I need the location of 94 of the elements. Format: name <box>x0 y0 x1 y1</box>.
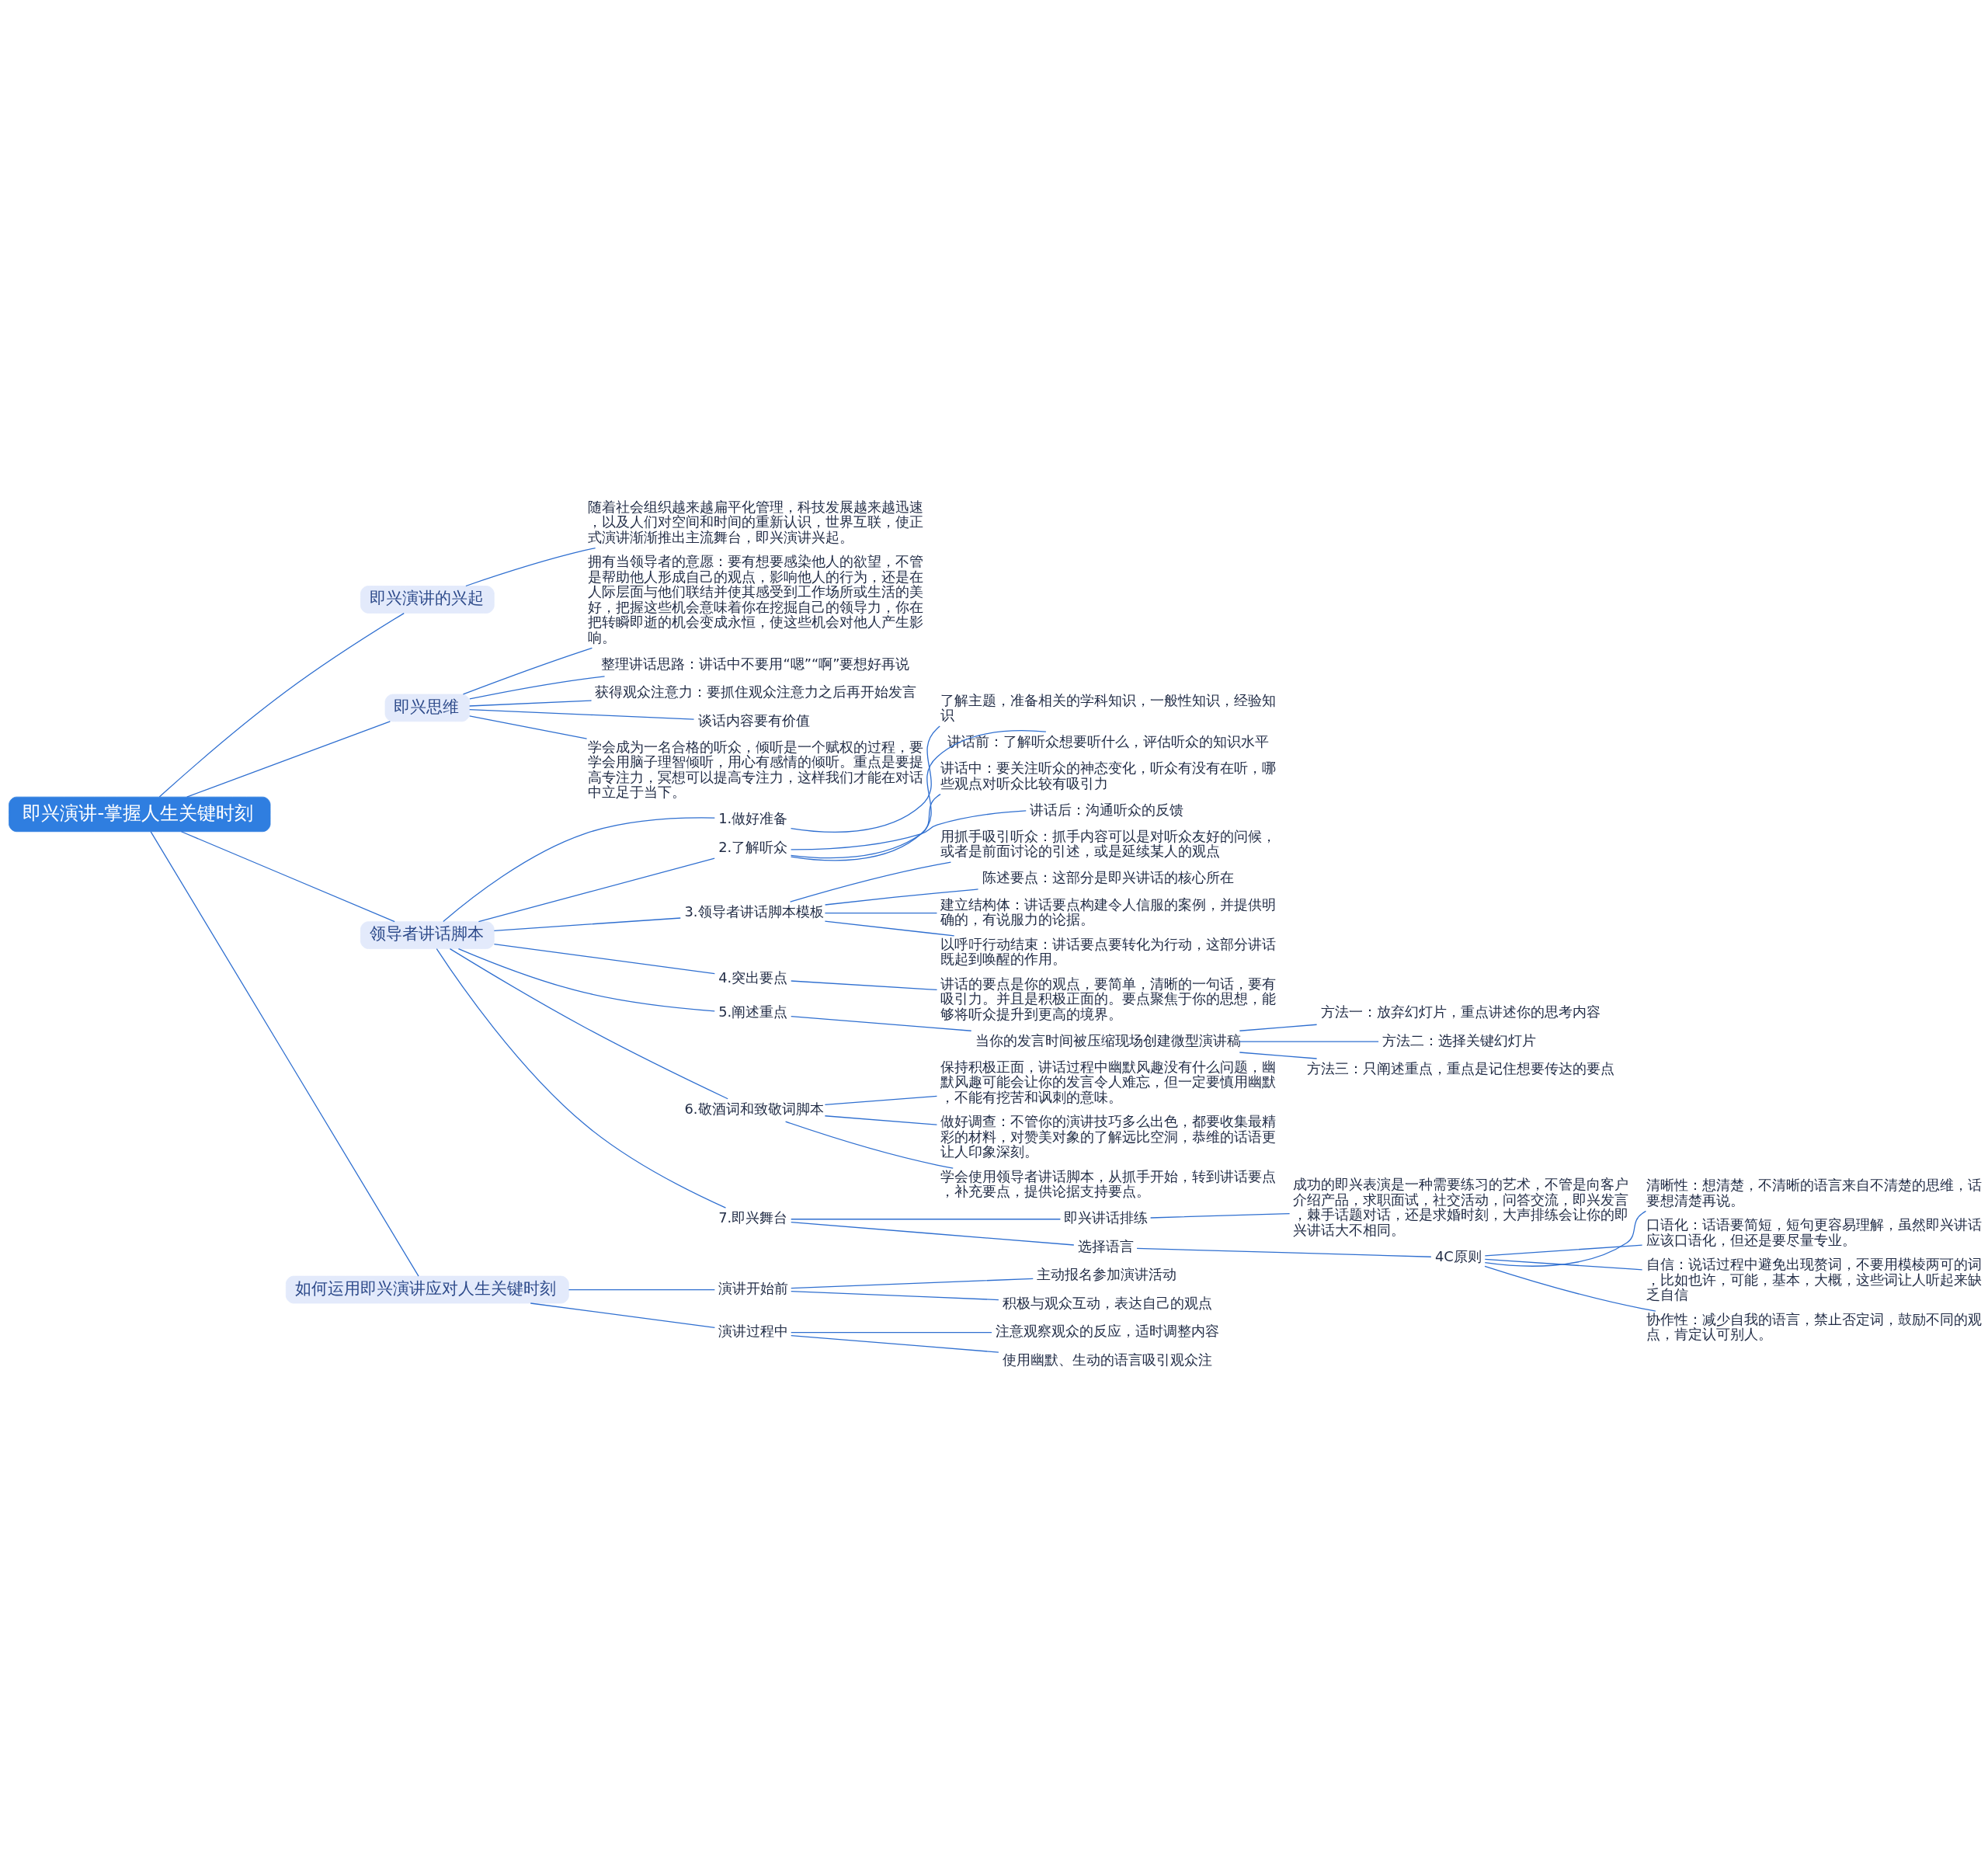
connector <box>158 612 405 798</box>
connector <box>1239 1024 1318 1031</box>
connector <box>493 917 681 931</box>
node-text: 积极与观众互动，表达自己的观点 <box>1002 1294 1212 1311</box>
node-text: 2.了解听众 <box>718 838 788 855</box>
connector <box>1484 1210 1647 1267</box>
node-text: 演讲过程中 <box>718 1323 789 1340</box>
connector <box>1484 1258 1643 1271</box>
connector <box>790 725 940 833</box>
node-text: 口语化：话语要简短，短句更容易理解，虽然即兴讲话应该口语化，但还是要尽量专业。 <box>1646 1216 1982 1248</box>
node-text: 协作性：减少自我的语言，禁止否定词，鼓励不同的观点，肯定认可别人。 <box>1646 1310 1982 1343</box>
node-text: 1.做好准备 <box>718 810 788 827</box>
node-text: 3.领导者讲话脚本模板 <box>684 903 824 920</box>
connector <box>791 1332 992 1334</box>
node-box: 如何运用即兴演讲应对人生关键时刻 <box>285 1275 569 1304</box>
connector <box>790 730 1047 861</box>
connector <box>469 709 695 720</box>
connector <box>568 1288 715 1291</box>
node-text: 方法一：放弃幻灯片，重点讲述你的思考内容 <box>1320 1003 1600 1021</box>
node-text: 讲话的要点是你的观点，要简单，清晰的一句话，要有吸引力。并且是积极正面的。要点聚焦于你的思想，能够将听众提升到更高的境界。 <box>940 975 1277 1022</box>
node-text: 使用幽默、生动的语言吸引观众注 <box>1002 1351 1212 1368</box>
connector <box>824 1095 938 1106</box>
connector <box>791 980 938 991</box>
connector <box>824 913 938 914</box>
node-text: 选择语言 <box>1077 1237 1134 1254</box>
node-text: 以呼吁行动结束：讲话要点要转化为行动，这部分讲话既起到唤醒的作用。 <box>940 935 1277 968</box>
node-text: 整理讲话思路：讲话中不要用“嗯”“啊”要想好再说 <box>601 655 910 672</box>
connector <box>530 1302 716 1328</box>
connector <box>465 547 596 587</box>
node-text: 自信：说话过程中避免出现赘词，不要用模棱两可的词，比如也许，可能，基本，大概，这些词让人听起来缺乏自信 <box>1646 1256 1982 1303</box>
connector <box>1484 1244 1643 1257</box>
connector <box>186 721 391 798</box>
connector <box>478 857 715 923</box>
node-text: 用抓手吸引听众：抓手内容可以是对听众友好的问候，或者是前面讨论的引述，或是延续某人的观点 <box>940 827 1277 860</box>
connector <box>791 1219 1062 1220</box>
connector <box>824 920 955 937</box>
connector <box>493 943 715 975</box>
node-text: 即兴讲话排练 <box>1064 1209 1149 1226</box>
connector <box>462 647 593 695</box>
connector <box>790 793 941 859</box>
connector <box>180 831 395 923</box>
node-box: 即兴演讲的兴起 <box>360 586 495 614</box>
node-text: 建立结构体：讲话要点构建令人信服的案例，并提供明确的，有说服力的论据。 <box>940 896 1277 927</box>
node-text: 主动报名参加演讲活动 <box>1037 1266 1177 1283</box>
node-text: 学会使用领导者讲话脚本，从抓手开始，转到讲话要点，补充要点，提供论据支持要点。 <box>940 1167 1277 1200</box>
connector <box>457 948 715 1012</box>
node-text: 当你的发言时间被压缩现场创建微型演讲稿 <box>975 1031 1241 1049</box>
connector <box>1239 1041 1379 1042</box>
connector <box>789 861 952 902</box>
connector <box>469 715 588 739</box>
connector <box>449 948 728 1100</box>
connector <box>791 1222 1075 1246</box>
node-text: 5.阐述重点 <box>718 1003 788 1021</box>
node-text: 随着社会组织越来越扁平化管理，科技发展越来越迅速，以及人们对空间和时间的重新认识，世界互联，使正式演讲渐渐推出主流舞台，即兴演讲兴起。 <box>588 498 924 545</box>
connector <box>791 1015 972 1031</box>
node-text: 清晰性：想清楚，不清晰的语言来自不清楚的思维，话要想清楚再说。 <box>1646 1177 1982 1208</box>
node-text: 陈述要点：这部分是即兴讲话的核心所在 <box>982 869 1234 886</box>
connector <box>1484 1265 1656 1312</box>
node-text: 4C原则 <box>1434 1247 1482 1264</box>
node-text: 了解主题，准备相关的学科知识，一般性知识，经验知识 <box>940 691 1277 724</box>
connector <box>790 810 1027 850</box>
node-text: 学会成为一名合格的听众，倾听是一个赋权的过程，要学会用脑子理智倾听，用心有感情的倾听。重点是要提高专注力，冥想可以提高专注力，这样我们才能在对话中立足于当下。 <box>588 738 924 801</box>
connector <box>469 676 606 700</box>
node-text: 拥有当领导者的意愿：要有想要感染他人的欲望，不管是帮助他人形成自己的观点，影响他人的行为，还是在人际层面与他们联结并使其感受到工作场所或生活的美好，把握这些机会意味着你在挖掘自己的领导力，你在把转瞬即逝的机会变成永恒，使这些机会对他人产生影响。 <box>588 553 924 645</box>
node-text: 方法三：只阐述重点，重点是记住想要传达的要点 <box>1307 1060 1615 1077</box>
connector <box>791 1278 1034 1289</box>
node-text: 讲话后：沟通听众的反馈 <box>1030 801 1184 818</box>
node-text: 6.敬酒词和致敬词脚本 <box>684 1101 824 1118</box>
connector <box>791 1290 999 1301</box>
node-text: 注意观察观众的反应，适时调整内容 <box>996 1323 1220 1340</box>
node-box: 即兴思维 <box>384 694 471 722</box>
connector <box>1239 1052 1318 1059</box>
node-text: 保持积极正面，讲话过程中幽默风趣没有什么问题，幽默风趣可能会让你的发言令人难忘，但一定要慎用幽默，不能有挖苦和讽刺的意味。 <box>940 1058 1277 1105</box>
node-box: 即兴演讲-掌握人生关键时刻 <box>9 796 271 833</box>
connector <box>791 1334 999 1353</box>
node-text: 方法二：选择关键幻灯片 <box>1382 1031 1537 1049</box>
connector <box>150 831 419 1277</box>
connector <box>469 700 593 707</box>
connector <box>784 1121 954 1169</box>
node-text: 做好调查：不管你的演讲技巧多么出色，都要收集最精彩的材料，对赞美对象的了解远比空洞，恭维的话语更让人印象深刻。 <box>940 1113 1277 1160</box>
node-text: 谈话内容要有价值 <box>697 711 810 729</box>
connector <box>1136 1247 1432 1257</box>
node-text: 4.突出要点 <box>718 969 788 986</box>
node-box: 领导者讲话脚本 <box>360 921 495 949</box>
node-text: 7.即兴舞台 <box>718 1209 788 1226</box>
connector <box>1149 1212 1291 1219</box>
node-text: 讲话中：要关注听众的神态变化，听众有没有在听，哪些观点对听众比较有吸引力 <box>940 760 1277 791</box>
connector <box>436 948 727 1208</box>
connector <box>443 817 715 923</box>
node-text: 获得观众注意力：要抓住观众注意力之后再开始发言 <box>595 683 917 701</box>
node-text: 成功的即兴表演是一种需要练习的艺术，不管是向客户介绍产品，求职面试，社交活动，问答交流，即兴发言，棘手话题对话，还是求婚时刻，大声排练会让你的即兴讲话大不相同。 <box>1293 1176 1629 1238</box>
node-text: 演讲开始前 <box>718 1280 789 1297</box>
connector <box>824 1115 938 1125</box>
connector <box>824 889 979 906</box>
